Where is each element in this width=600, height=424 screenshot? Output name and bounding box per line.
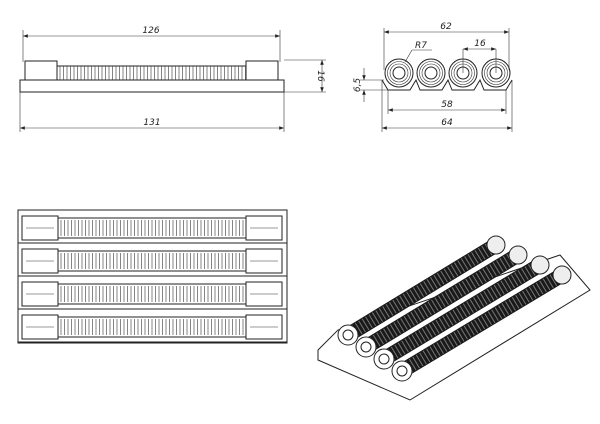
dim-pitch: 16: [474, 39, 486, 49]
right-end-fitting: [245, 60, 279, 81]
dim-radius: R7: [415, 41, 427, 51]
dim-total-length: 131: [143, 118, 160, 128]
front-view: 126 16 131: [19, 26, 326, 132]
hose: [373, 255, 550, 370]
dim-height: 16: [315, 70, 325, 82]
isometric-view: [317, 235, 591, 401]
dim-total-width: 64: [441, 118, 453, 128]
hose-section: [416, 58, 446, 88]
dim-inner-length: 126: [142, 26, 159, 36]
side-view: 62 R7 16 6,5 58 64: [353, 22, 513, 132]
hose-section: [384, 58, 414, 88]
hose-row: [18, 314, 287, 343]
hose: [355, 245, 528, 358]
left-end-fitting: [24, 60, 58, 81]
hose-row: [18, 248, 287, 277]
hose-row: [18, 281, 287, 310]
hose-row: [18, 215, 287, 244]
base-profile: [381, 78, 513, 91]
base-rail: [19, 79, 285, 93]
dim-inner-width: 58: [441, 100, 453, 110]
dim-overall-width: 62: [440, 22, 452, 32]
corrugated-hose-side: [56, 65, 247, 81]
top-view: [17, 209, 288, 344]
hose: [337, 235, 506, 346]
base-rail: [317, 254, 591, 401]
dim-base-height: 6,5: [353, 78, 363, 93]
hose: [391, 265, 572, 382]
